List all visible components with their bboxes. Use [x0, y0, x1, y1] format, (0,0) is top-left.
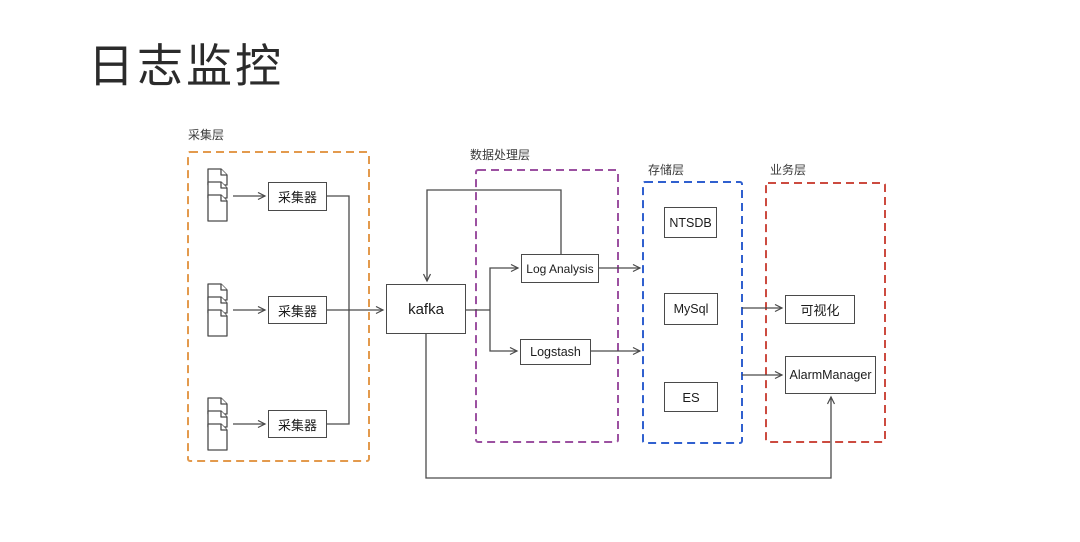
- collection-layer-box: [187, 151, 370, 462]
- collection-layer-label: 采集层: [188, 128, 225, 142]
- node-collector-3: 采集器: [268, 410, 327, 438]
- log-files-icon: [207, 283, 228, 337]
- node-label: ES: [682, 389, 700, 405]
- node-ntsdb: NTSDB: [664, 207, 717, 238]
- storage-layer-label: 存储层: [648, 163, 685, 177]
- node-mysql: MySql: [664, 293, 718, 325]
- storage-layer-box: [642, 181, 743, 444]
- node-label: MySql: [673, 302, 709, 316]
- processing-layer-box: [475, 169, 619, 443]
- node-label: kafka: [408, 300, 444, 318]
- node-label: 可视化: [800, 303, 840, 318]
- node-label: 采集器: [277, 303, 317, 319]
- edge-kafka-to-logstash: [489, 310, 517, 351]
- processing-layer-label: 数据处理层: [470, 148, 531, 162]
- node-label: Logstash: [530, 345, 581, 359]
- node-logstash: Logstash: [520, 339, 591, 365]
- page-title: 日志监控: [88, 40, 284, 92]
- node-label: NTSDB: [669, 215, 712, 230]
- node-alarm-manager: AlarmManager: [785, 356, 876, 394]
- node-visualization: 可视化: [785, 295, 855, 324]
- edge-log-analysis-to-kafka-feedback: [427, 189, 562, 281]
- node-label: 采集器: [277, 417, 317, 433]
- node-label: AlarmManager: [789, 368, 872, 382]
- edge-kafka-to-log-analysis: [489, 268, 518, 310]
- node-collector-2: 采集器: [268, 296, 327, 324]
- node-kafka: kafka: [386, 284, 466, 334]
- business-layer-label: 业务层: [770, 163, 807, 177]
- node-es: ES: [664, 382, 718, 412]
- edge-kafka-to-alarm-manager: [425, 334, 831, 479]
- node-log-analysis: Log Analysis: [521, 254, 599, 283]
- log-files-icon: [207, 397, 228, 451]
- log-files-icon: [207, 168, 228, 222]
- node-label: Log Analysis: [526, 261, 594, 276]
- node-collector-1: 采集器: [268, 182, 327, 211]
- node-label: 采集器: [277, 190, 317, 205]
- business-layer-box: [765, 182, 886, 443]
